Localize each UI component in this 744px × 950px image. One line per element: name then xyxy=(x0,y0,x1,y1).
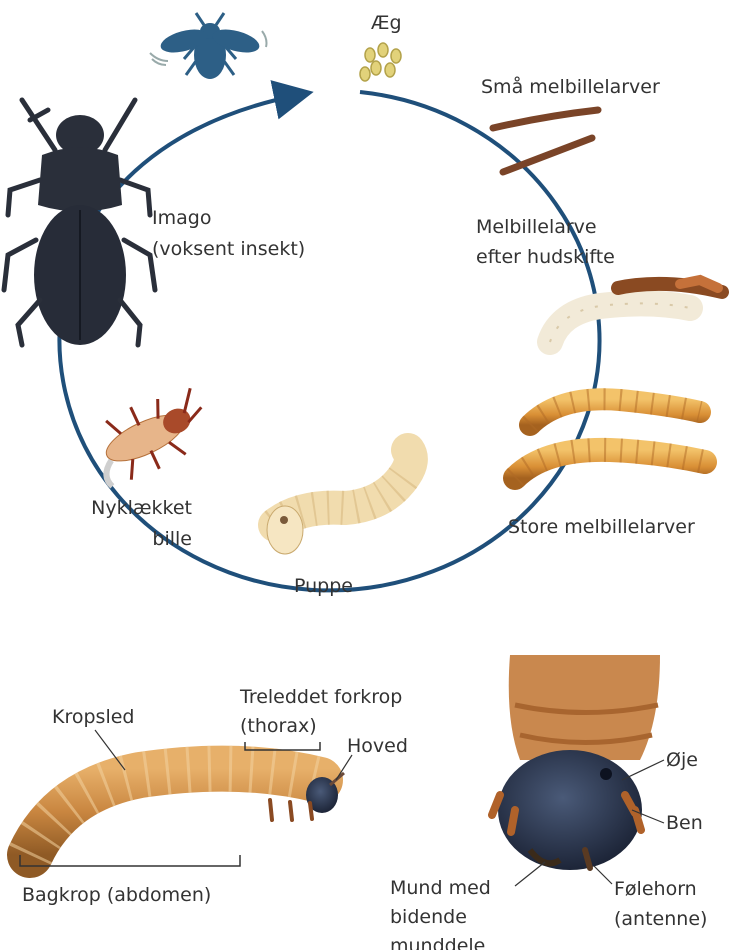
imago-label: Imago (voksent insekt) xyxy=(152,203,305,265)
antenna-pointer xyxy=(594,866,612,884)
cycle-arrow xyxy=(112,95,298,195)
thorax-label: Treleddet forkrop (thorax) xyxy=(240,683,402,741)
newly-hatched-label: Nyklækket bille xyxy=(70,493,192,555)
small-larvae-label: Små melbillelarver xyxy=(481,76,660,99)
molted-larva-label: Melbillelarve efter hudskifte xyxy=(476,212,615,272)
segments-label: Kropsled xyxy=(52,706,134,729)
adult-beetle-icon xyxy=(4,100,155,345)
molted-larva-icon xyxy=(550,280,722,342)
large-larvae-icon xyxy=(515,399,705,478)
large-larvae-label: Store melbillelarver xyxy=(508,516,695,539)
egg-label: Æg xyxy=(371,12,402,35)
small-larvae-icon xyxy=(493,110,598,172)
pupa-icon xyxy=(267,450,411,554)
mouth-pointer xyxy=(515,862,545,886)
mouth-label: Mund med bidende munddele xyxy=(390,874,491,950)
abdomen-label: Bagkrop (abdomen) xyxy=(22,884,211,907)
pupa-label: Puppe xyxy=(294,575,353,598)
antenna-label: Følehorn (antenne) xyxy=(614,874,707,934)
flying-beetle-icon xyxy=(150,13,267,79)
newly-hatched-beetle-icon xyxy=(84,380,218,490)
larva-side-view xyxy=(30,769,344,855)
legs-label: Ben xyxy=(666,812,703,835)
eggs-icon xyxy=(360,43,401,81)
head-label: Hoved xyxy=(347,735,408,758)
eye-label: Øje xyxy=(666,749,698,772)
larva-front-view xyxy=(492,655,660,870)
eye-pointer xyxy=(622,760,664,780)
